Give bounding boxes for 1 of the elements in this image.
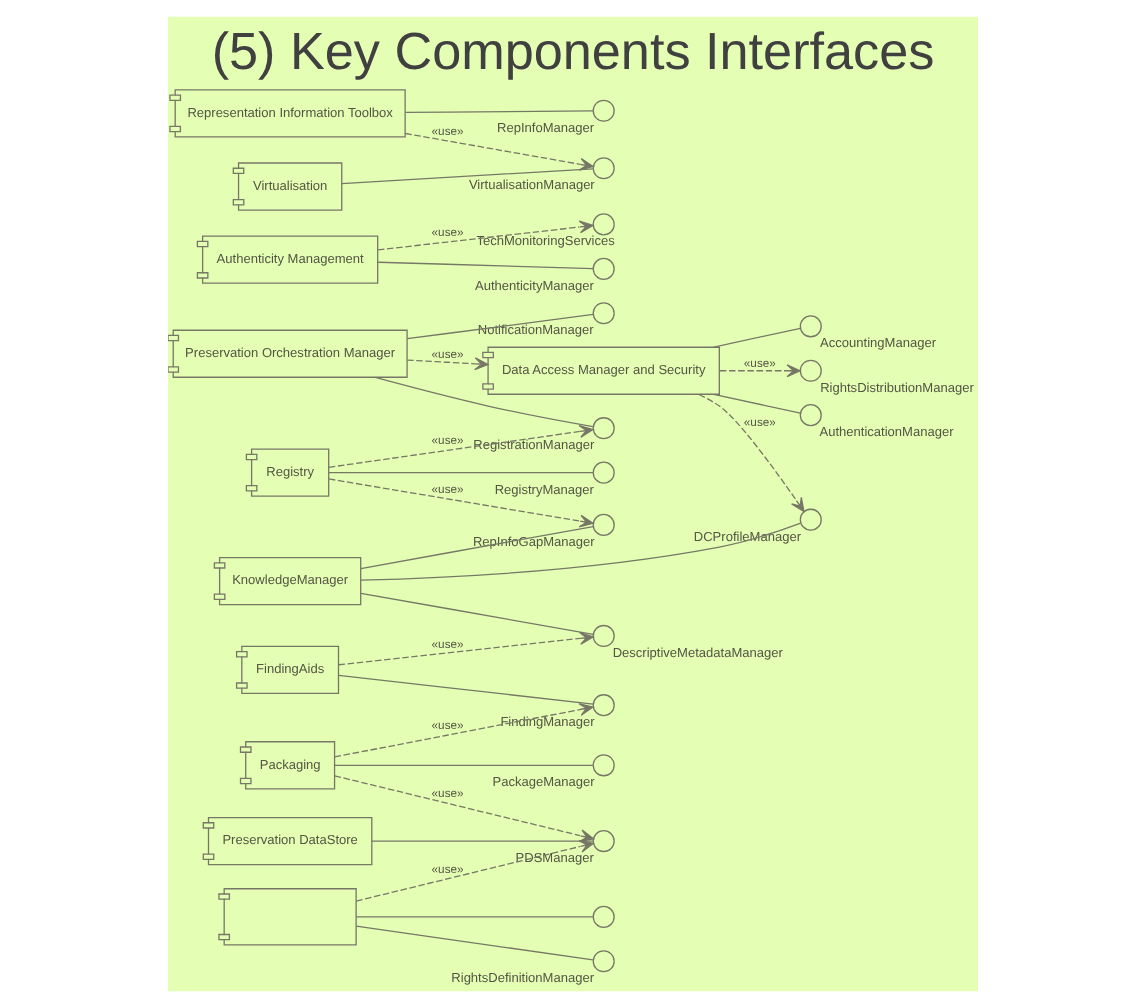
diagram-title: (5) Key Components Interfaces <box>210 20 934 81</box>
